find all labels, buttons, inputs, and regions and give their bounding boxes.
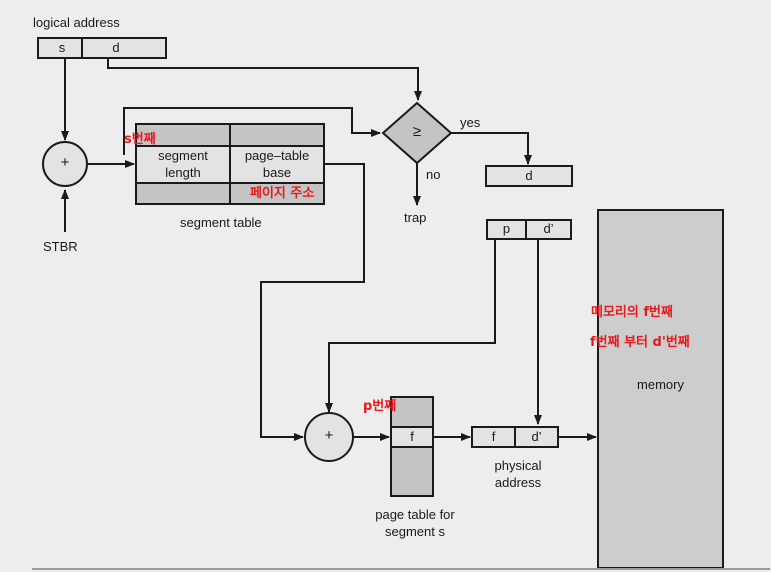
segment-length-label-2: length bbox=[165, 165, 201, 180]
length-to-compare-arrow bbox=[123, 107, 381, 155]
yes-arrow bbox=[451, 132, 532, 165]
logical-address-label: logical address bbox=[33, 15, 120, 30]
compare-symbol: ≥ bbox=[412, 123, 422, 140]
physical-dprime-label: d’ bbox=[531, 429, 542, 444]
annotation-memory-f-nth: 메모리의 f번째 bbox=[591, 305, 673, 320]
p-label: p bbox=[502, 221, 511, 236]
p-dprime-box bbox=[486, 219, 572, 240]
annotation-p-nth: p번째 bbox=[363, 399, 397, 414]
yes-label: yes bbox=[460, 115, 481, 130]
page-table-entry-f: f bbox=[410, 429, 414, 444]
trap-label: trap bbox=[404, 210, 427, 225]
page-table-base-label-1: page–table bbox=[244, 148, 310, 163]
d-box bbox=[485, 165, 573, 187]
base-to-adder2-arrow bbox=[260, 163, 365, 441]
no-label: no bbox=[426, 167, 441, 182]
physical-f-label: f bbox=[491, 429, 496, 444]
adder-2-symbol: + bbox=[324, 427, 334, 444]
annotation-s-nth: s번째 bbox=[124, 132, 156, 147]
page-table-base-label-2: base bbox=[262, 165, 292, 180]
logical-address-box bbox=[37, 37, 167, 59]
annotation-page-address: 페이지 주소 bbox=[250, 186, 315, 201]
memory-label: memory bbox=[637, 377, 684, 392]
p-to-adder2-arrow bbox=[325, 239, 496, 413]
segment-table-caption: segment table bbox=[180, 215, 262, 230]
physical-address-caption-2: address bbox=[494, 475, 542, 490]
d-box-label: d bbox=[525, 168, 533, 183]
d-prime-label: d’ bbox=[543, 221, 554, 236]
annotation-f-to-d: f번째 부터 d'번째 bbox=[590, 335, 690, 350]
stbr-label: STBR bbox=[43, 239, 78, 254]
physical-address-caption-1: physical bbox=[494, 458, 542, 473]
page-table-caption-1: page table for bbox=[375, 507, 455, 522]
d-to-compare-arrow bbox=[107, 58, 422, 101]
page-table-caption-2: segment s bbox=[385, 524, 445, 539]
field-s-label: s bbox=[58, 40, 66, 55]
adder-1-symbol: + bbox=[60, 154, 70, 171]
field-d-label: d bbox=[112, 40, 120, 55]
memory-block bbox=[597, 209, 724, 569]
segment-length-label-1: segment bbox=[158, 148, 208, 163]
